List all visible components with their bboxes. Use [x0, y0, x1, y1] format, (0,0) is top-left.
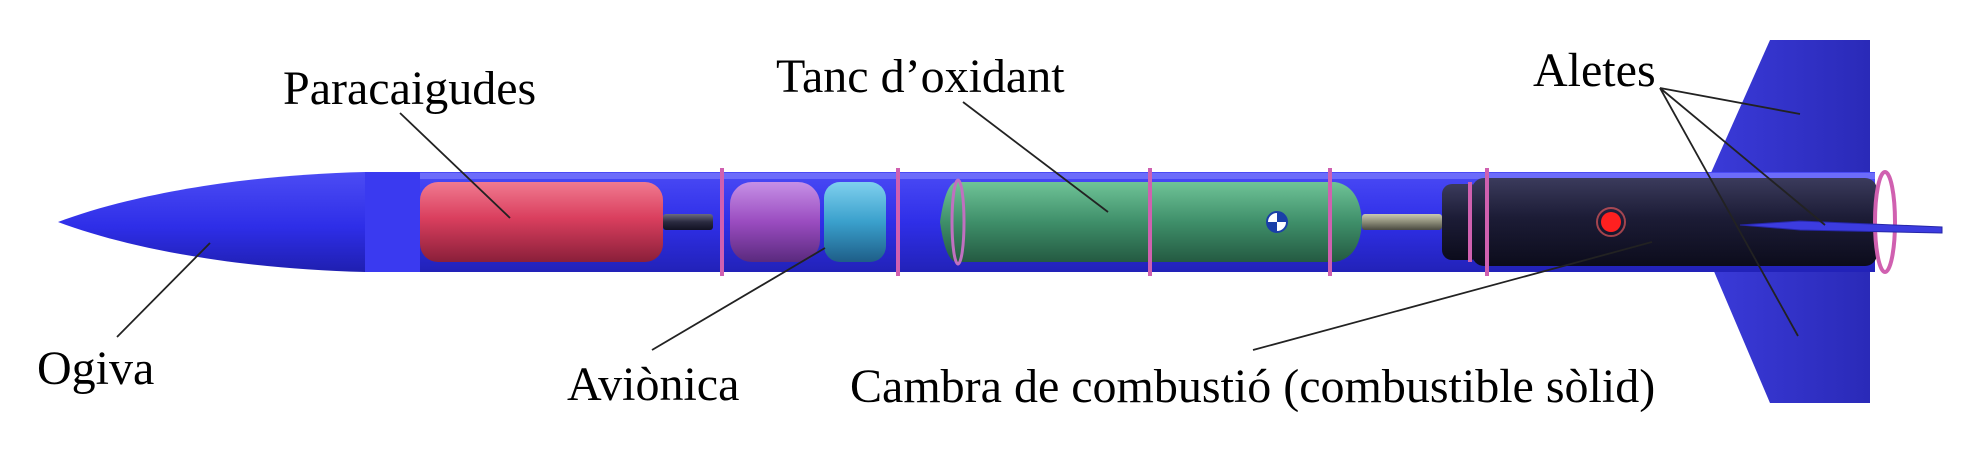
- center-of-pressure-marker: [1601, 212, 1621, 232]
- nose-shoulder: [365, 172, 420, 272]
- parachute: [420, 182, 663, 262]
- parachute-cord: [663, 214, 713, 230]
- label-ogiva: Ogiva: [37, 342, 154, 395]
- combustion-chamber: [1472, 178, 1877, 266]
- feed-pipe: [1362, 214, 1442, 230]
- avionics-cyan-module: [824, 182, 886, 262]
- fin-side: [1739, 220, 1943, 234]
- label-tanc-oxidant: Tanc d’oxidant: [776, 50, 1065, 103]
- center-of-gravity-quadrants: [1267, 212, 1287, 232]
- tank-ring-front: [950, 178, 966, 266]
- fin-bottom: [1710, 262, 1870, 403]
- nose-cone: [58, 172, 365, 272]
- label-aletes: Aletes: [1533, 44, 1656, 97]
- body-tube-highlight: [365, 173, 1875, 179]
- fin-top: [1710, 40, 1870, 175]
- center-of-pressure-glow: [1596, 207, 1626, 237]
- label-paracaigudes: Paracaigudes: [283, 62, 536, 115]
- label-avionica: Aviònica: [567, 358, 739, 411]
- tail-ring: [1873, 170, 1897, 274]
- label-cambra-combustio: Cambra de combustió (combustible sòlid): [850, 360, 1655, 413]
- leader-lines: [116, 87, 1826, 351]
- avionics-purple-module: [730, 182, 820, 262]
- bulkhead-rings: [720, 168, 1489, 276]
